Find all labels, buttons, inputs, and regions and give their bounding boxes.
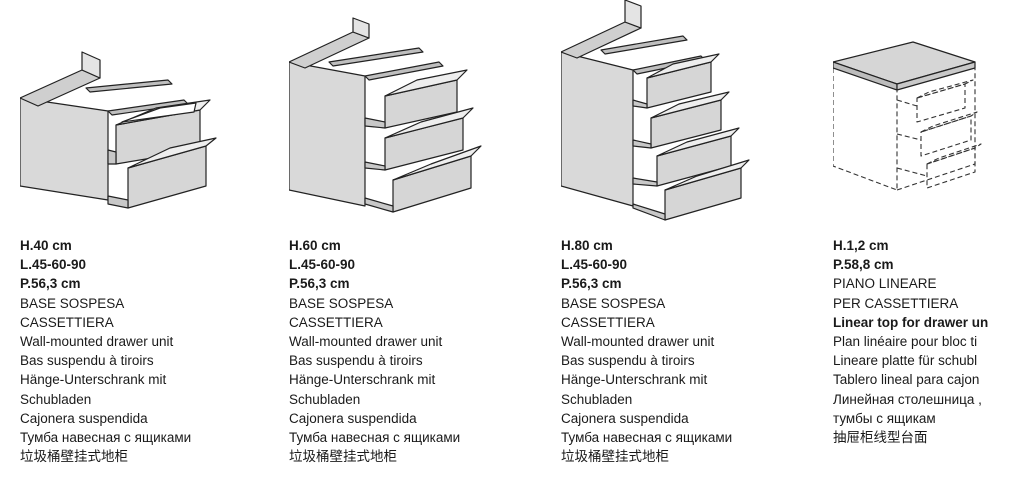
name-it-line-1: PIANO LINEARE	[833, 276, 937, 292]
name-en: Linear top for drawer un	[833, 314, 989, 330]
product-card-h60: H.60 cm L.45-60-90 P.56,3 cm BASE SOSPES…	[289, 0, 539, 495]
name-it-line-1: BASE SOSPESA	[561, 295, 666, 311]
name-zh: 垃圾桶壁挂式地柜	[20, 449, 128, 465]
name-es: Cajonera suspendida	[561, 410, 689, 426]
product-card-linear-top: H.1,2 cm P.58,8 cm PIANO LINEARE PER CAS…	[833, 0, 1013, 495]
name-zh: 抽屉柜线型台面	[833, 429, 928, 445]
product-card-h80: H.80 cm L.45-60-90 P.56,3 cm BASE SOSPES…	[561, 0, 811, 495]
name-ru: Тумба навесная с ящиками	[289, 429, 461, 445]
product-description: H.40 cm L.45-60-90 P.56,3 cm BASE SOSPES…	[20, 236, 260, 466]
depth-spec: P.56,3 cm	[289, 276, 350, 292]
name-it-line-2: PER CASSETTIERA	[833, 295, 959, 311]
name-ru: Тумба навесная с ящиками	[20, 429, 192, 445]
name-de-line-1: Hänge-Unterschrank mit	[561, 372, 708, 388]
name-fr: Bas suspendu à tiroirs	[561, 353, 695, 369]
drawer-unit-3-drawers-illustration	[289, 17, 482, 213]
name-it-line-2: CASSETTIERA	[561, 314, 655, 330]
name-es: Cajonera suspendida	[20, 410, 148, 426]
depth-spec: P.56,3 cm	[561, 276, 622, 292]
product-description: H.80 cm L.45-60-90 P.56,3 cm BASE SOSPES…	[561, 236, 801, 466]
name-ru-line-2: тумбы с ящикам	[833, 410, 936, 426]
name-de-line-2: Schubladen	[20, 391, 92, 407]
drawer-unit-4-drawers-illustration	[561, 0, 750, 221]
name-de: Lineare platte für schubl	[833, 353, 978, 369]
name-fr: Bas suspendu à tiroirs	[289, 353, 423, 369]
name-de-line-2: Schubladen	[561, 391, 633, 407]
depth-spec: P.56,3 cm	[20, 276, 81, 292]
name-zh: 垃圾桶壁挂式地柜	[289, 449, 397, 465]
name-ru-line-1: Линейная столешница ,	[833, 391, 982, 407]
product-description: H.1,2 cm P.58,8 cm PIANO LINEARE PER CAS…	[833, 236, 1013, 447]
height-spec: H.1,2 cm	[833, 238, 889, 253]
product-description: H.60 cm L.45-60-90 P.56,3 cm BASE SOSPES…	[289, 236, 529, 466]
name-en: Wall-mounted drawer unit	[561, 333, 715, 349]
height-spec: H.80 cm	[561, 238, 613, 253]
name-de-line-2: Schubladen	[289, 391, 361, 407]
name-fr: Plan linéaire pour bloc ti	[833, 333, 978, 349]
height-spec: H.40 cm	[20, 238, 72, 253]
name-de-line-1: Hänge-Unterschrank mit	[20, 372, 167, 388]
name-zh: 垃圾桶壁挂式地柜	[561, 449, 669, 465]
name-it-line-2: CASSETTIERA	[289, 314, 383, 330]
product-card-h40: H.40 cm L.45-60-90 P.56,3 cm BASE SOSPES…	[20, 0, 270, 495]
name-it-line-1: BASE SOSPESA	[289, 295, 394, 311]
name-fr: Bas suspendu à tiroirs	[20, 353, 154, 369]
name-es: Cajonera suspendida	[289, 410, 417, 426]
depth-spec: P.58,8 cm	[833, 257, 894, 273]
name-ru: Тумба навесная с ящиками	[561, 429, 733, 445]
name-es: Tablero lineal para cajon	[833, 372, 980, 388]
name-de-line-1: Hänge-Unterschrank mit	[289, 372, 436, 388]
name-it-line-2: CASSETTIERA	[20, 314, 114, 330]
name-en: Wall-mounted drawer unit	[289, 333, 443, 349]
width-spec: L.45-60-90	[20, 257, 87, 273]
width-spec: L.45-60-90	[289, 257, 356, 273]
drawer-unit-2-drawers-illustration	[20, 51, 217, 209]
name-it-line-1: BASE SOSPESA	[20, 295, 125, 311]
linear-top-illustration	[833, 41, 982, 191]
height-spec: H.60 cm	[289, 238, 341, 253]
name-en: Wall-mounted drawer unit	[20, 333, 174, 349]
width-spec: L.45-60-90	[561, 257, 628, 273]
